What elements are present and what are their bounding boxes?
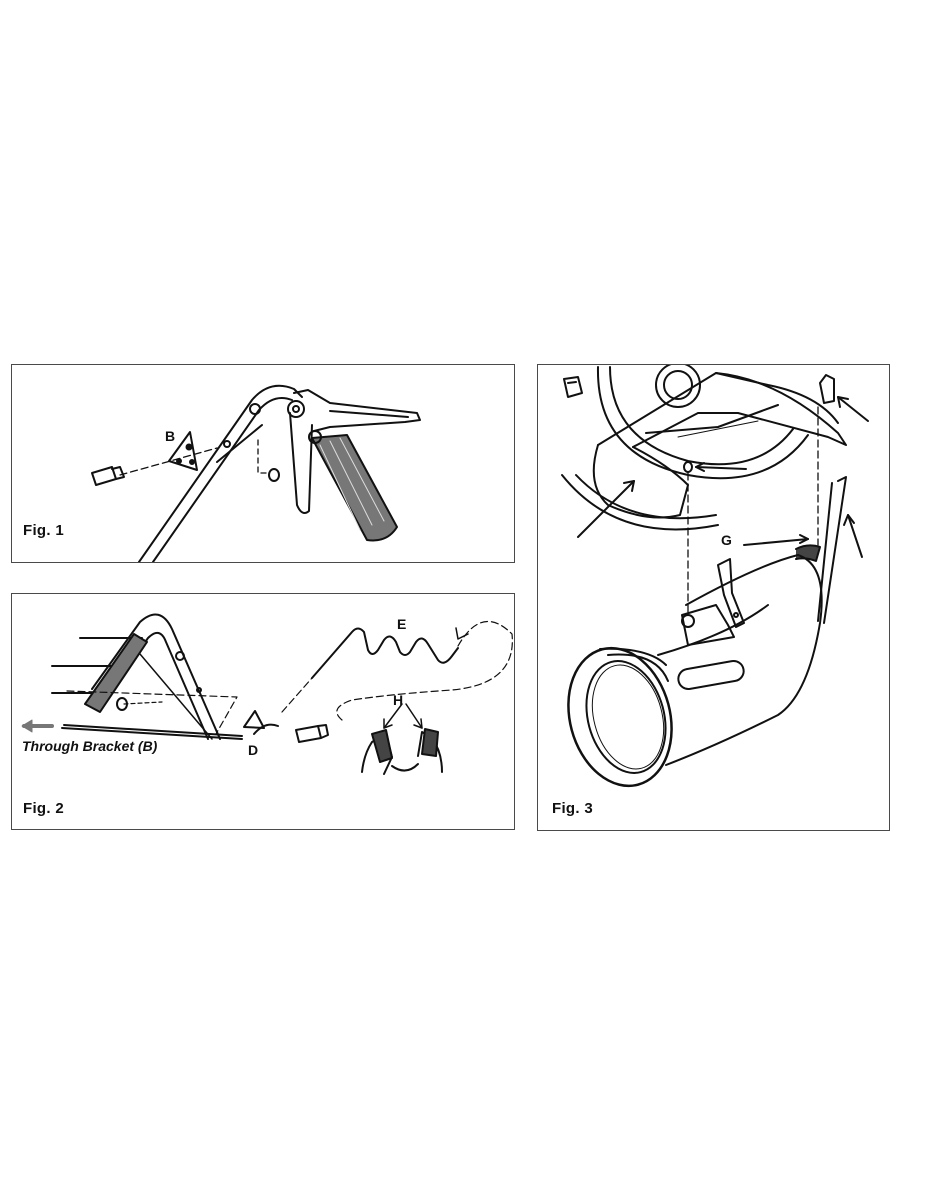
callout-h: H — [393, 692, 404, 708]
callout-d: D — [248, 742, 259, 758]
figure-1-drawing — [91, 384, 421, 562]
figure-3-panel: G Fig. 3 — [537, 364, 890, 831]
figure-3-drawing — [561, 365, 869, 788]
figure-1-label: Fig. 1 — [23, 522, 64, 539]
through-bracket-caption: Through Bracket (B) — [22, 738, 158, 754]
figure-2-drawing — [21, 613, 513, 775]
callout-g: G — [721, 532, 732, 548]
figure-1-panel: B Fig. 1 — [11, 364, 515, 563]
figure-2-panel: E H D Through Bracket (B) Fig. 2 — [11, 593, 515, 830]
callout-b: B — [165, 428, 176, 444]
callout-e: E — [397, 616, 407, 632]
figure-2-label: Fig. 2 — [23, 800, 64, 817]
figure-3-label: Fig. 3 — [552, 800, 593, 817]
